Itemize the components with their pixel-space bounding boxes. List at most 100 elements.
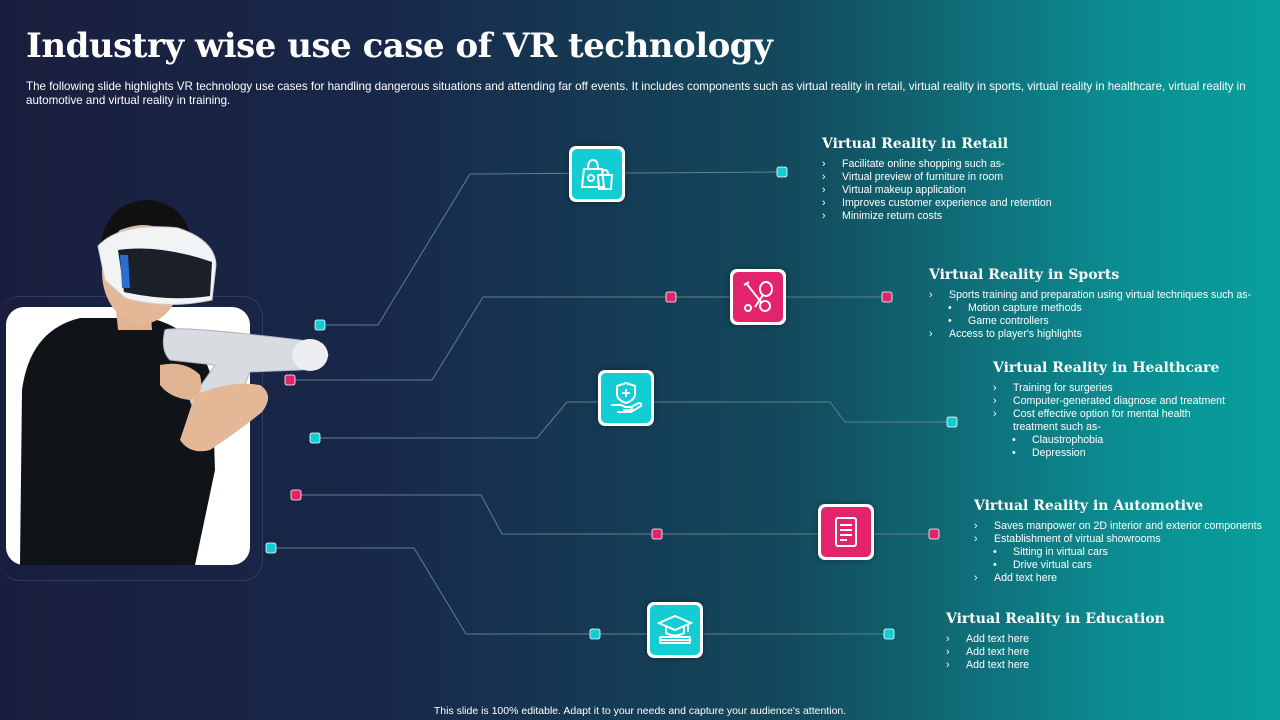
hand-shield-icon [611,381,643,413]
sports-equipment-icon [743,281,773,312]
list-item-text: Saves manpower on 2D interior and exteri… [994,520,1262,532]
connector-node [265,542,277,554]
slide-title: Industry wise use case of VR technology [26,26,773,66]
list-item-text: Game controllers [968,315,1049,327]
bullet-marker: • [993,559,997,571]
section-healthcare: Virtual Reality in Healthcare ›Training … [993,360,1273,460]
list-item-text: Add text here [966,646,1030,658]
list-item: ›Sports training and preparation using v… [929,289,1269,302]
list-item: › Computer-generated diagnose and treatme… [993,395,1273,408]
bullet-marker: › [822,197,826,209]
list-item-text: Sports training and preparation using vi… [949,289,1252,301]
list-item-text: Improves customer experience and retenti… [842,197,1052,209]
bullet-marker: • [1012,447,1016,459]
bullet-marker: › [974,533,978,545]
list-item: ›Add text here [974,572,1274,585]
connector-node [665,291,677,303]
list-item: ›Access to player's highlights [929,328,1269,341]
list-item: › Facilitate online shopping such as- [822,158,1262,171]
list-item: › Saves manpower on 2D interior and exter… [974,520,1274,533]
section-list: › Sports training and preparation using v… [929,289,1269,341]
bullet-marker: › [993,408,997,420]
connector-node [946,416,958,428]
list-item: • Depression [993,447,1273,460]
list-item-text: Add text here [966,659,1030,671]
list-item-text: Add text here [994,572,1058,584]
bullet-marker: › [946,633,950,645]
bullet-marker: › [822,184,826,196]
connector-line [320,171,783,326]
connector-line [290,296,887,381]
sports-icon-box [730,269,786,325]
list-item-text: Training for surgeries [1013,382,1113,394]
retail-icon-box [569,146,625,202]
slide-subtitle: The following slide highlights VR techno… [26,80,1246,107]
list-item-text: Virtual makeup application [842,184,967,196]
list-item: treatment such as- [993,421,1273,434]
list-item: › Virtual makeup application [822,184,1262,197]
section-heading: Virtual Reality in Education [946,611,1165,627]
bullet-marker: › [993,395,997,407]
connector-node [290,489,302,501]
connector-node [284,374,296,386]
bullet-marker: • [948,302,952,314]
section-retail: Virtual Reality in Retail › Facilitate on… [822,136,1262,223]
list-item-text: Minimize return costs [842,210,943,222]
list-item: • Motion capture methods [929,302,1269,315]
bullet-marker: › [946,659,950,671]
list-item-text: Computer-generated diagnose and treatmen… [1013,395,1226,407]
connector-line [315,401,952,439]
list-item-text: treatment such as- [1013,421,1101,433]
list-item-text: Motion capture methods [968,302,1082,314]
connector-node [928,528,940,540]
section-heading: Virtual Reality in Automotive [974,498,1204,514]
education-icon-box [647,602,703,658]
section-education: Virtual Reality in Education › Add text h… [946,611,1266,672]
list-item-text: Sitting in virtual cars [1013,546,1108,558]
list-item: › Establishment of virtual showrooms [974,533,1274,546]
connector-line [271,547,889,635]
bullet-marker: • [948,315,952,327]
list-item-text: Establishment of virtual showrooms [994,533,1161,545]
list-item: › Improves customer experience and retent… [822,197,1262,210]
connector-node [309,432,321,444]
connector-node [314,319,326,331]
graduation-cap-icon [657,614,693,644]
bullet-marker: › [946,646,950,658]
section-automotive: Virtual Reality in Automotive › Saves man… [974,498,1274,585]
bullet-marker: › [822,210,826,222]
section-heading: Virtual Reality in Retail [822,136,1009,152]
connector-node [776,166,788,178]
list-item: • Game controllers [929,315,1269,328]
shopping-bag-icon [580,158,614,190]
list-item-text: Drive virtual cars [1013,559,1092,571]
slide-footer: This slide is 100% editable. Adapt it to… [433,705,847,717]
section-heading: Virtual Reality in Healthcare [993,360,1220,376]
connector-line [296,494,934,535]
section-list: ›Facilitate online shopping such as-›Vir… [822,158,1262,223]
bullet-marker: › [929,328,933,340]
list-item: ›Training for surgeries [993,382,1273,395]
list-item-text: Facilitate online shopping such as- [842,158,1005,170]
section-heading: Virtual Reality in Sports [929,267,1120,283]
section-list: ›Training for surgeries›Computer-generat… [993,382,1273,460]
automotive-icon-box [818,504,874,560]
list-item: ›Virtual preview of furniture in room [822,171,1262,184]
bullet-marker: • [993,546,997,558]
bullet-marker: › [822,171,826,183]
list-item-text: Cost effective option for mental health [1013,408,1191,420]
bullet-marker: › [822,158,826,170]
list-item-text: Depression [1032,447,1086,459]
section-list: › Saves manpower on 2D interior and exter… [974,520,1274,585]
connector-node [651,528,663,540]
list-item: › Minimize return costs [822,210,1262,223]
connector-node [883,628,895,640]
connector-node [881,291,893,303]
list-item: • Claustrophobia [993,434,1273,447]
list-item-text: Add text here [966,633,1030,645]
bullet-marker: • [1012,434,1016,446]
bullet-marker: › [974,520,978,532]
document-icon [835,517,857,547]
list-item: • Sitting in virtual cars [974,546,1274,559]
list-item-text: Claustrophobia [1032,434,1104,446]
